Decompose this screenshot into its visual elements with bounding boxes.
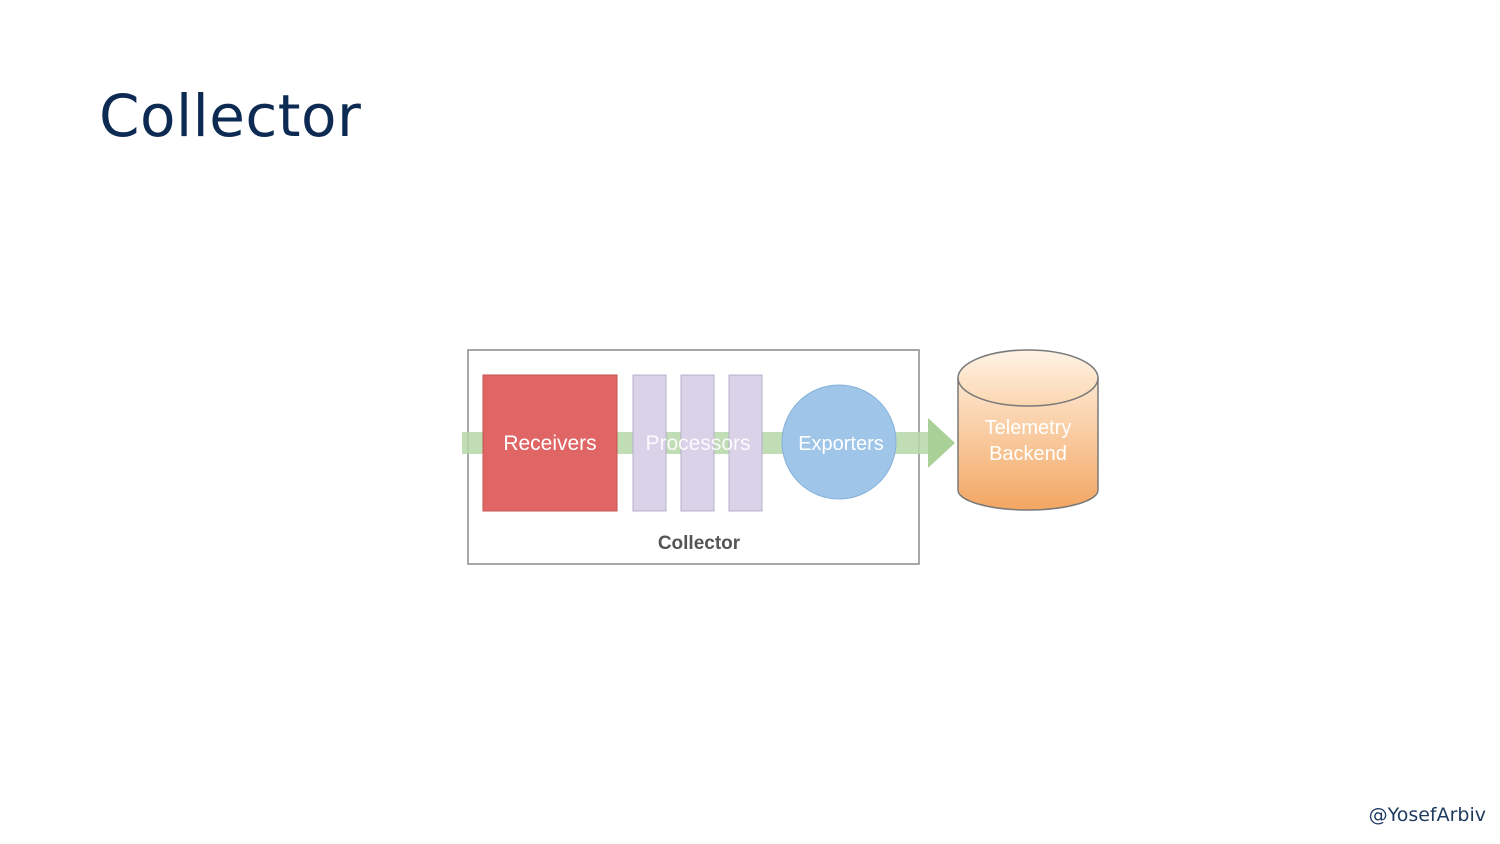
author-handle: @YosefArbiv xyxy=(1368,804,1486,826)
backend-label-line1: Telemetry xyxy=(985,417,1072,439)
exporters-circle xyxy=(781,384,897,500)
processors-label: Processors xyxy=(645,432,750,455)
processor-bar xyxy=(728,374,763,512)
processors-group: Processors xyxy=(632,374,763,512)
slide-title: Collector xyxy=(99,82,362,150)
telemetry-backend-cylinder: Telemetry Backend xyxy=(957,349,1099,511)
receivers-label: Receivers xyxy=(503,432,596,455)
receivers-box xyxy=(482,374,618,512)
processor-bar xyxy=(680,374,715,512)
collector-caption: Collector xyxy=(658,533,741,554)
exporters-label: Exporters xyxy=(798,433,884,455)
processor-bar xyxy=(632,374,667,512)
backend-label-line2: Backend xyxy=(989,443,1067,465)
